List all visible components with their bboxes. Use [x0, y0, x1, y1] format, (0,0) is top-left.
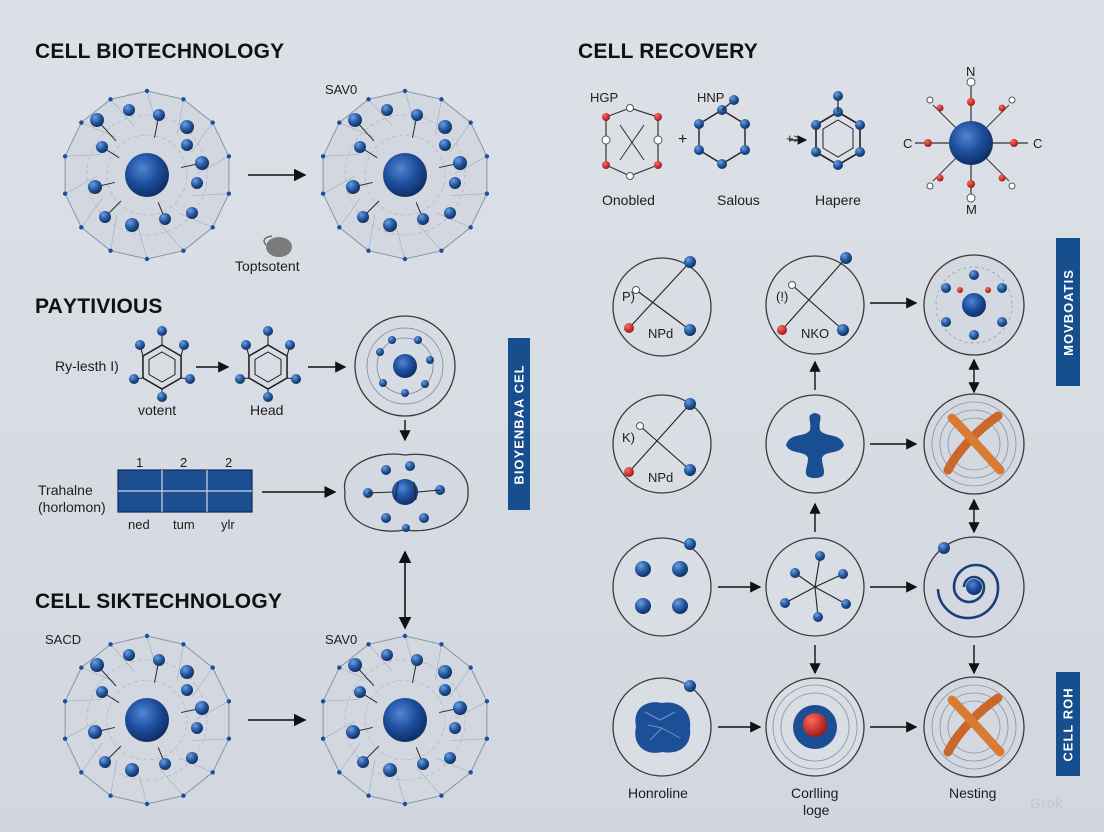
tab-bioyenbaa-cel-text: BIOYENBAA CEL [512, 364, 527, 484]
trahalne-grid [118, 470, 252, 512]
label-i: (!) [776, 289, 788, 304]
hnp-molecule [694, 95, 750, 169]
tab-bioyenbaa-cel: BIOYENBAA CEL [508, 338, 530, 510]
big-cell-1 [63, 89, 231, 261]
label-toptsotent: Toptsotent [235, 258, 300, 274]
circle-spiral [924, 537, 1024, 637]
circle-corlling [766, 678, 864, 776]
label-salous: Salous [717, 192, 760, 208]
circle-cell-r1 [924, 255, 1024, 355]
toptsotent-blob-icon [264, 236, 292, 257]
title-cell-biotechnology: CELL BIOTECHNOLOGY [35, 40, 284, 64]
label-corlling: Corlling [791, 785, 838, 801]
circle-dots [613, 538, 711, 636]
circle-protein [766, 395, 864, 493]
grid-footer-1: ned [128, 517, 150, 532]
label-onobled: Onobled [602, 192, 655, 208]
label-nko: NKO [801, 326, 829, 341]
label-nesting: Nesting [949, 785, 996, 801]
tab-cell-roh-text: CELL ROH [1061, 687, 1076, 761]
label-plus: + [678, 131, 687, 149]
hapere-molecule [811, 91, 865, 170]
hexagon-head [235, 326, 301, 402]
label-npd-1: NPd [648, 326, 673, 341]
circle-nesting [924, 677, 1024, 777]
label-c-right: C [1033, 136, 1042, 151]
label-savo-bottom: SAV0 [325, 632, 357, 647]
circle-pj [613, 256, 711, 356]
grid-header-3: 2 [225, 455, 232, 470]
label-ry-lesth: Ry-lesth I) [55, 358, 119, 374]
label-trahalne: Trahalne [38, 482, 93, 498]
big-cell-4 [321, 634, 489, 806]
label-pj: P) [622, 289, 635, 304]
label-m: M [966, 202, 977, 217]
title-cell-siktechnology: CELL SIKTECHNOLOGY [35, 590, 282, 614]
label-votent: votent [138, 402, 176, 418]
circle-orange-r2 [924, 394, 1024, 494]
tab-cell-roh: CELL ROH [1056, 672, 1080, 776]
title-cell-recovery: CELL RECOVERY [578, 40, 758, 64]
label-ki: K) [622, 430, 635, 445]
label-loge: loge [803, 802, 829, 818]
grid-footer-3: ylr [221, 517, 235, 532]
label-npd-2: NPd [648, 470, 673, 485]
label-honroline: Honroline [628, 785, 688, 801]
label-hapere: Hapere [815, 192, 861, 208]
round-cell-partivious [355, 316, 455, 416]
tab-movboatis: MOVBOATIS [1056, 238, 1080, 386]
label-horlomon: (horlomon) [38, 499, 106, 515]
grid-header-1: 1 [136, 455, 143, 470]
big-cell-3 [63, 634, 231, 806]
title-partivious: PAΥTIVIOUS [35, 295, 163, 319]
label-savo-top: SAV0 [325, 82, 357, 97]
circle-honroline [613, 678, 711, 776]
label-head: Head [250, 402, 283, 418]
grid-footer-2: tum [173, 517, 195, 532]
hgp-molecule [602, 105, 662, 180]
grid-header-2: 2 [180, 455, 187, 470]
label-c-left: C [903, 136, 912, 151]
tab-movboatis-text: MOVBOATIS [1061, 269, 1076, 356]
hexagon-votent [129, 326, 195, 402]
radial-molecule [915, 78, 1028, 202]
label-n: N [966, 64, 975, 79]
label-hgp: HGP [590, 90, 618, 105]
circle-star [766, 538, 864, 636]
watermark: Grok [1030, 795, 1063, 811]
label-arrow-plus: +> [786, 131, 801, 146]
label-hnp: HNP [697, 90, 724, 105]
blob-cell [345, 454, 469, 532]
big-cell-2 [321, 89, 489, 261]
label-sacd: SACD [45, 632, 81, 647]
